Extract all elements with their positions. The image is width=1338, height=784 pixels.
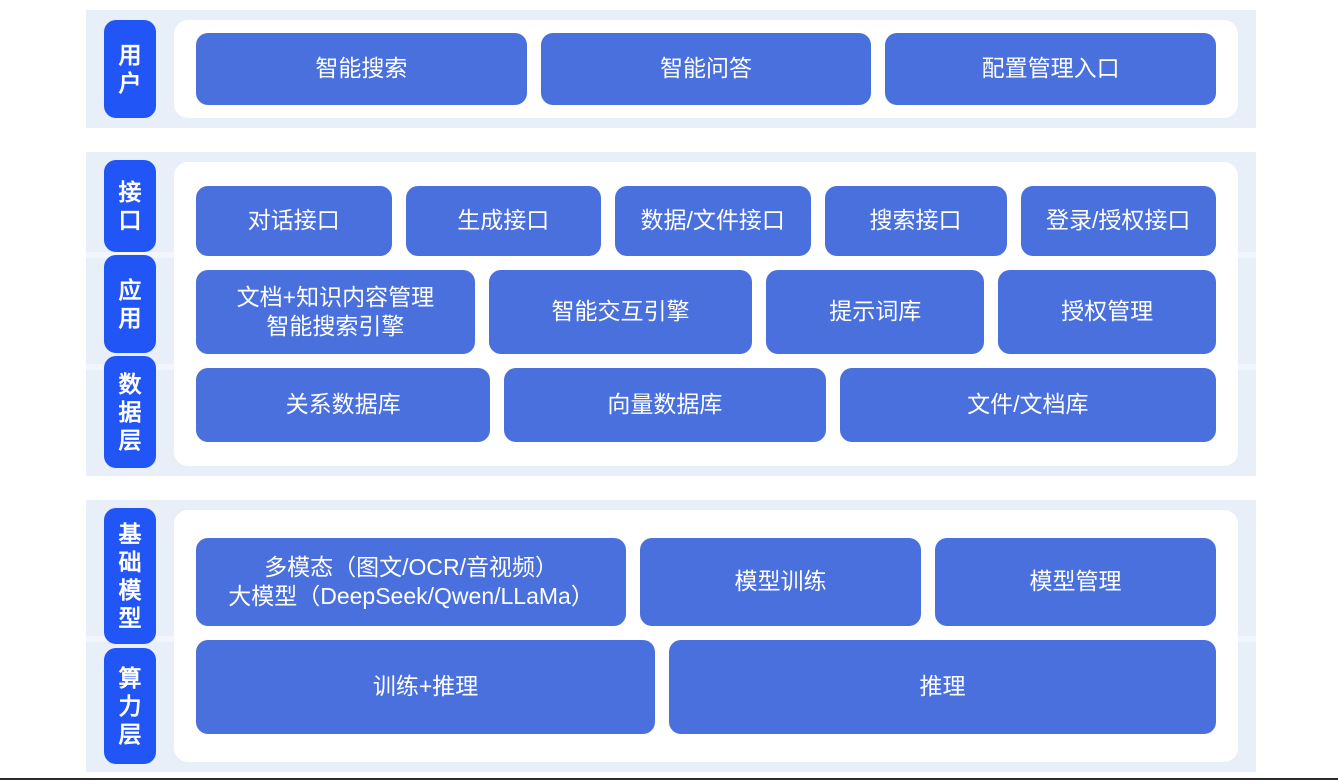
base-card: 多模态（图文/OCR/音视频） 大模型（DeepSeek/Qwen/LLaMa）…: [174, 510, 1238, 762]
box-vector-database[interactable]: 向量数据库: [504, 368, 826, 442]
box-login-auth-api[interactable]: 登录/授权接口: [1020, 186, 1216, 256]
layer-label-application-char-1: 用: [118, 305, 142, 331]
layer-label-compute-char-0: 算: [118, 664, 142, 691]
layer-label-data: 数 据 层: [104, 356, 156, 468]
base-label-column: 基 础 模 型 算 力 层: [86, 500, 174, 772]
box-config-management-entry[interactable]: 配置管理入口: [885, 33, 1217, 105]
layer-label-base-model-char-0: 基: [118, 520, 142, 547]
layer-label-application: 应 用: [104, 255, 156, 353]
box-file-document-store[interactable]: 文件/文档库: [839, 368, 1217, 442]
user-card: 智能搜索 智能问答 配置管理入口: [174, 20, 1238, 118]
layer-label-data-char-1: 据: [118, 398, 142, 425]
layer-label-compute-char-1: 力: [118, 692, 142, 719]
application-row: 文档+知识内容管理 智能搜索引擎 智能交互引擎 提示词库 授权管理: [196, 270, 1216, 354]
layer-label-data-char-0: 数: [118, 370, 142, 397]
layer-label-compute: 算 力 层: [104, 648, 156, 764]
box-authorization-management[interactable]: 授权管理: [998, 270, 1216, 354]
data-row: 关系数据库 向量数据库 文件/文档库: [196, 368, 1217, 442]
box-dialog-api[interactable]: 对话接口: [196, 186, 392, 256]
box-prompt-library[interactable]: 提示词库: [766, 270, 985, 354]
layer-label-compute-char-2: 层: [118, 721, 142, 748]
box-doc-knowledge-management[interactable]: 文档+知识内容管理 智能搜索引擎: [196, 270, 475, 354]
user-label-column: 用 户: [86, 10, 174, 128]
layer-label-base-model-char-1: 础: [118, 548, 142, 575]
layer-label-user-char-1: 户: [118, 70, 142, 96]
layer-label-user-char-0: 用: [118, 41, 142, 68]
box-smart-qa[interactable]: 智能问答: [540, 33, 872, 105]
model-row: 多模态（图文/OCR/音视频） 大模型（DeepSeek/Qwen/LLaMa）…: [196, 538, 1216, 626]
box-train-and-inference[interactable]: 训练+推理: [196, 640, 656, 734]
layer-label-data-char-2: 层: [118, 427, 142, 454]
interface-row: 对话接口 生成接口 数据/文件接口 搜索接口 登录/授权接口: [196, 186, 1216, 256]
middle-label-column: 接 口 应 用 数 据 层: [86, 152, 174, 476]
box-model-management[interactable]: 模型管理: [935, 538, 1216, 626]
bottom-rule: [0, 778, 1338, 780]
box-smart-interaction-engine[interactable]: 智能交互引擎: [488, 270, 753, 354]
layer-label-base-model-char-2: 模: [118, 577, 142, 603]
layer-label-base-model-char-3: 型: [118, 605, 142, 632]
box-search-api[interactable]: 搜索接口: [824, 186, 1007, 256]
box-generation-api[interactable]: 生成接口: [405, 186, 601, 256]
middle-card: 对话接口 生成接口 数据/文件接口 搜索接口 登录/授权接口 文档+知识内容管理…: [174, 162, 1238, 466]
base-band: 基 础 模 型 算 力 层 多模态（图文/OCR/音视频） 大模型（DeepSe…: [86, 500, 1256, 772]
power-row: 训练+推理 推理: [196, 640, 1216, 734]
box-multimodal-large-model[interactable]: 多模态（图文/OCR/音视频） 大模型（DeepSeek/Qwen/LLaMa）: [196, 538, 627, 626]
layer-label-interface: 接 口: [104, 160, 156, 252]
layer-label-interface-char-1: 口: [118, 207, 142, 233]
box-inference[interactable]: 推理: [669, 640, 1216, 734]
layer-label-base-model: 基 础 模 型: [104, 508, 156, 644]
layer-label-interface-char-0: 接: [118, 178, 142, 205]
box-data-file-api[interactable]: 数据/文件接口: [615, 186, 811, 256]
user-band: 用 户 智能搜索 智能问答 配置管理入口: [86, 10, 1256, 128]
box-relational-database[interactable]: 关系数据库: [196, 368, 491, 442]
user-entries-row: 智能搜索 智能问答 配置管理入口: [196, 33, 1217, 105]
middle-band: 接 口 应 用 数 据 层 对话接口 生成接口 数据/文件接口 搜索接口 登录/…: [86, 152, 1256, 476]
layer-label-user: 用 户: [104, 20, 156, 118]
box-model-training[interactable]: 模型训练: [640, 538, 922, 626]
box-smart-search[interactable]: 智能搜索: [196, 33, 527, 105]
layer-label-application-char-0: 应: [118, 276, 142, 303]
